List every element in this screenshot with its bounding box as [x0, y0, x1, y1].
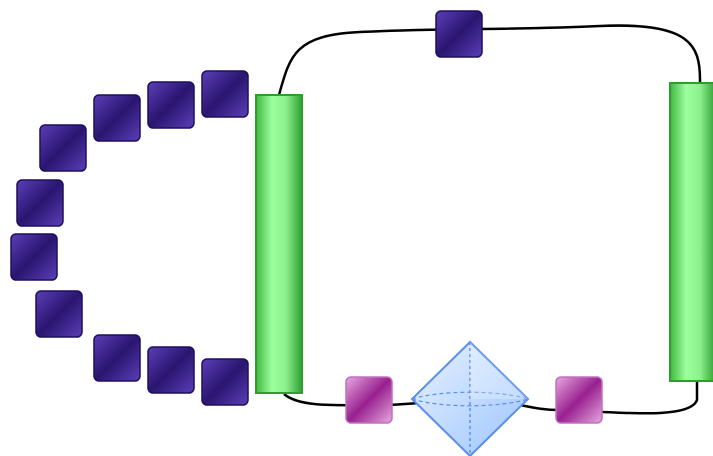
purple-block: [147, 346, 195, 394]
purple-block: [39, 124, 87, 172]
octahedron-shape: [410, 340, 530, 456]
top-purple-block: [435, 10, 483, 58]
left-block-arc: [10, 70, 249, 406]
purple-block: [10, 233, 58, 281]
purple-block: [201, 70, 249, 118]
right-magenta-block: [555, 376, 603, 424]
purple-block: [93, 94, 141, 142]
purple-block: [147, 81, 195, 129]
left-green-bar: [255, 94, 303, 394]
top-connector-line: [277, 24, 713, 161]
purple-block: [93, 334, 141, 382]
purple-block: [35, 290, 83, 338]
connectors: [277, 24, 713, 415]
left-magenta-block: [345, 376, 393, 424]
purple-block: [201, 358, 249, 406]
purple-block: [16, 179, 64, 227]
right-green-bar: [669, 82, 713, 382]
